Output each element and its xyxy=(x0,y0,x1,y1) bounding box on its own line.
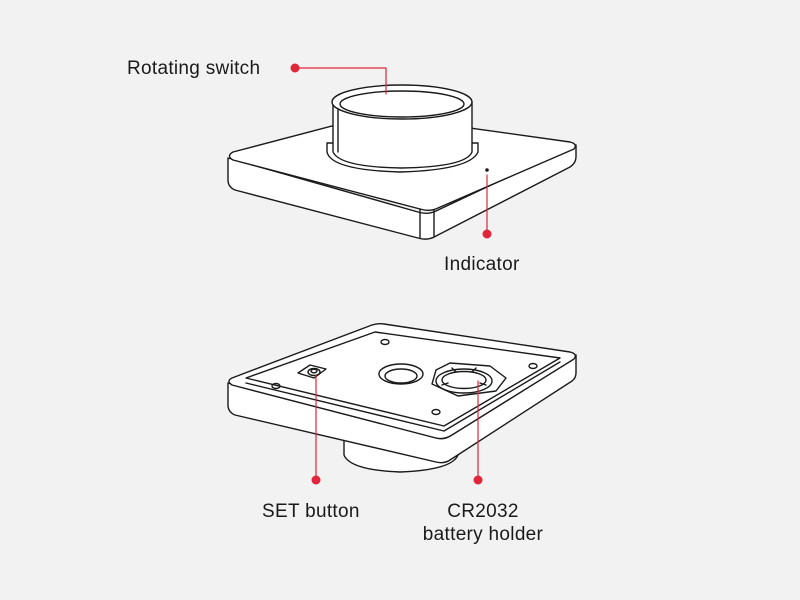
label-battery-holder-line1: CR2032 xyxy=(447,501,519,522)
back-plate-inner xyxy=(245,331,561,427)
center-opening-inner xyxy=(384,368,418,384)
callout-dot-set xyxy=(311,475,321,485)
callout-dot-rotating xyxy=(290,63,300,73)
knob-body xyxy=(332,101,473,169)
battery-holder-part xyxy=(431,362,507,397)
callouts xyxy=(290,63,492,485)
screw-hole xyxy=(380,338,390,346)
screw-hole xyxy=(431,408,441,416)
back-view xyxy=(227,322,577,473)
screw-hole xyxy=(528,362,538,370)
label-battery-holder-line2: battery holder xyxy=(422,524,544,545)
label-set-button: SET button xyxy=(262,501,360,522)
callout-dot-battery xyxy=(473,475,483,485)
front-plate-bevel xyxy=(419,208,435,239)
callout-dot-indicator xyxy=(482,229,492,239)
knob-top xyxy=(331,84,473,120)
indicator-dot xyxy=(485,168,489,172)
label-indicator: Indicator xyxy=(444,254,520,275)
set-button-part xyxy=(297,364,327,379)
screw-hole xyxy=(271,382,281,390)
label-rotating-switch: Rotating switch xyxy=(127,58,261,79)
knob-top-inner xyxy=(339,90,465,118)
label-battery-holder: CR2032 battery holder xyxy=(403,500,563,546)
callout-line-rotating xyxy=(294,67,387,95)
front-plate-sides xyxy=(227,144,577,240)
front-view xyxy=(227,84,577,240)
center-opening xyxy=(378,363,424,385)
back-plate-inner-lip xyxy=(245,361,561,432)
